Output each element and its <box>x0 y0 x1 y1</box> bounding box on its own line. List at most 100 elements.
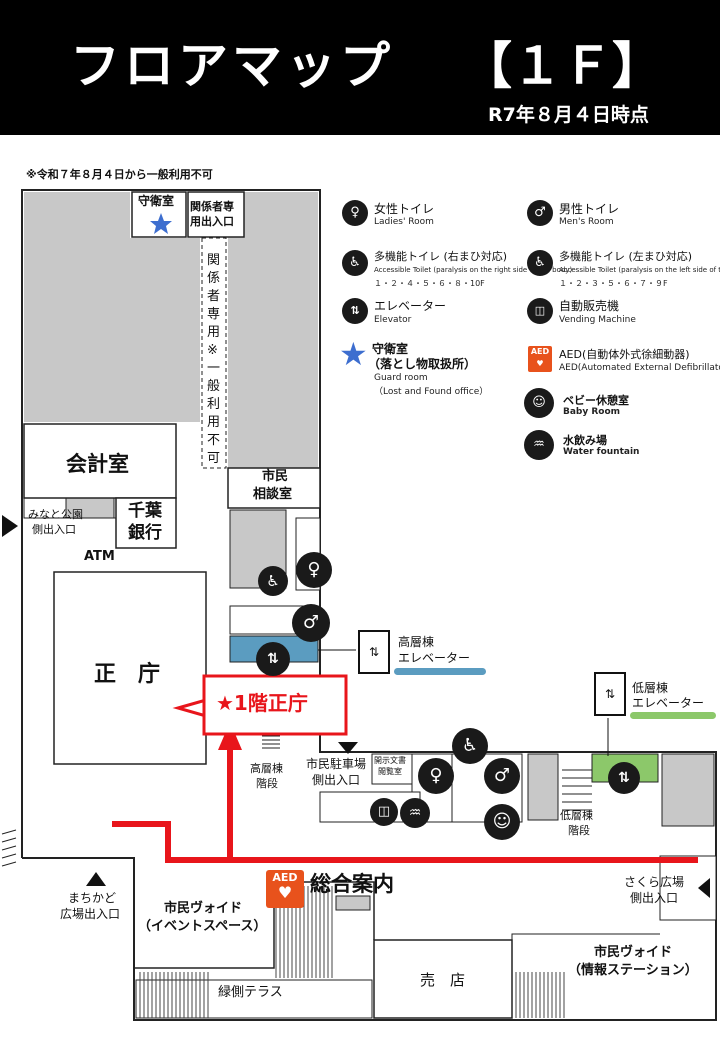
parking-arrow-icon <box>338 742 358 754</box>
shop-label: 売 店 <box>420 971 466 989</box>
machikado-label-1: まちかど <box>68 891 117 905</box>
low-stairs <box>562 769 592 811</box>
documents-label-1: 開示文書 <box>374 756 406 765</box>
staff-area-left <box>24 192 130 422</box>
wheelchair-icon: ♿ <box>258 566 288 596</box>
main-office-label: 正 庁 <box>94 662 161 687</box>
water-icon: ♒ <box>524 430 554 460</box>
route-arrow-icon <box>218 722 242 750</box>
documents-room <box>371 753 413 785</box>
gray-block-e <box>335 895 371 911</box>
minato-entrance-room <box>23 497 117 519</box>
legend-water-ja: 水飲み場 <box>563 434 607 447</box>
legend-aed-en: AED(Automated External Defibrillator) <box>559 363 720 373</box>
high-elevator-label-2: エレベーター <box>398 651 471 665</box>
route-line <box>112 821 698 863</box>
wheelchair-icon: ♿ <box>527 250 553 276</box>
parking-label-1: 市民駐車場 <box>306 757 367 771</box>
female-icon: ♀ <box>342 200 368 226</box>
legend-male-en: Men's Room <box>559 217 614 227</box>
staff-area-center <box>130 238 200 422</box>
female-icon: ♀ <box>296 552 332 588</box>
terrace-area <box>135 979 373 1019</box>
bank-label-2: 銀行 <box>128 523 162 543</box>
accounting-label: 会計室 <box>66 452 129 476</box>
staff-area-right <box>228 192 318 468</box>
low-elevator-sign-icon: ⇅ <box>594 672 626 716</box>
legend-guard-ja2: （落とし物取扱所） <box>368 357 477 371</box>
legend-vending-ja: 自動販売機 <box>559 299 620 313</box>
high-stairs <box>262 735 280 749</box>
low-stairs-label-2: 階段 <box>568 824 590 837</box>
legend-accessible-right-floors: １・２・４・５・６・８・10F <box>374 279 485 288</box>
void-info-label-2: （情報ステーション） <box>568 963 698 978</box>
low-elevator-label-2: エレベーター <box>632 696 705 710</box>
wheelchair-icon: ♿ <box>342 250 368 276</box>
sakura-label-2: 側出入口 <box>630 891 679 905</box>
header-bar <box>0 0 720 135</box>
legend-accessible-left-floors: １・２・３・５・６・７・９F <box>559 279 668 288</box>
legend-accessible-right-ja: 多機能トイレ (右まひ対応) <box>374 250 508 263</box>
sakura-label-1: さくら広場 <box>624 875 685 889</box>
high-elevator-bar <box>394 668 486 675</box>
aed-icon: AED♥ <box>528 346 552 372</box>
void-event-label-1: 市民ヴォイド <box>164 901 243 916</box>
aed-badge-text: AED <box>530 347 550 356</box>
high-elevator-sign-icon: ⇅ <box>358 630 390 674</box>
staff-entrance-label-1: 関係者専 <box>190 200 234 213</box>
guard-room-label: 守衛室 <box>138 194 175 208</box>
water-icon: ♒ <box>400 798 430 828</box>
high-stairs-label-1: 高層棟 <box>250 762 283 775</box>
date-label: R7年８月４日時点 <box>488 104 649 126</box>
low-stairs-label-1: 低層棟 <box>560 809 593 822</box>
citizen-consult-room <box>227 467 321 509</box>
elevator-icon: ⇅ <box>342 298 368 324</box>
page-title: フロアマップ <box>70 37 394 95</box>
terrace-label: 緑側テラス <box>218 985 283 1000</box>
shop-room <box>373 939 513 1019</box>
aed-map-icon: AED♥ <box>266 870 304 908</box>
wheelchair-icon: ♿ <box>452 728 488 764</box>
legend-male-ja: 男性トイレ <box>559 202 620 216</box>
legend-accessible-left-ja: 多機能トイレ (左まひ対応) <box>559 250 693 263</box>
legend-elevator-en: Elevator <box>374 315 412 325</box>
staff-entrance-label-2: 用出入口 <box>190 215 234 228</box>
citizen-consult-label-1: 市民 <box>262 469 289 484</box>
baby-icon: ☺ <box>524 388 554 418</box>
male-icon: ♂ <box>484 758 520 794</box>
parking-label-2: 側出入口 <box>312 773 361 787</box>
vending-icon: ◫ <box>527 298 553 324</box>
legend-female-ja: 女性トイレ <box>374 202 435 216</box>
info-desk-label: 総合案内 <box>310 872 394 896</box>
vending-icon: ◫ <box>370 798 398 826</box>
notice-text: ※令和７年８月４日から一般利用不可 <box>26 168 213 181</box>
callout-box <box>202 674 348 736</box>
legend-water-en: Water fountain <box>563 447 640 457</box>
minato-arrow-icon <box>2 515 18 537</box>
staff-entrance <box>187 191 245 238</box>
legend-elevator-ja: エレベーター <box>374 299 447 313</box>
legend-aed-ja: AED(自動体外式徐細動器) <box>559 348 690 361</box>
staff-corridor <box>201 237 227 469</box>
bank-label-1: 千葉 <box>128 501 162 521</box>
low-elevator-label-1: 低層棟 <box>632 681 669 695</box>
staff-corridor-label: 関係者専用※一般利用不可 <box>207 253 221 466</box>
legend-vending-en: Vending Machine <box>559 315 636 325</box>
minato-label-2: 側出入口 <box>32 523 76 536</box>
high-elevator-label-1: 高層棟 <box>398 635 435 649</box>
bottom-hatch-left <box>139 972 209 1018</box>
sakura-arrow-icon <box>698 878 710 898</box>
legend-baby-en: Baby Room <box>563 407 621 417</box>
left-stairs <box>1 829 17 867</box>
elevator-icon: ⇅ <box>608 762 640 794</box>
building-outline <box>21 189 717 1021</box>
aed-map-badge-text: AED <box>272 871 298 884</box>
void-event-label-2: （イベントスペース） <box>138 919 267 934</box>
legend-guard-ja1: 守衛室 <box>372 342 409 356</box>
main-office-room <box>53 571 207 765</box>
gray-block-c <box>527 753 559 821</box>
high-stairs-label-2: 階段 <box>256 777 278 790</box>
legend-guard-en1: Guard room <box>374 373 428 383</box>
gray-block-d <box>661 753 715 827</box>
void-info-label-1: 市民ヴォイド <box>594 945 673 960</box>
